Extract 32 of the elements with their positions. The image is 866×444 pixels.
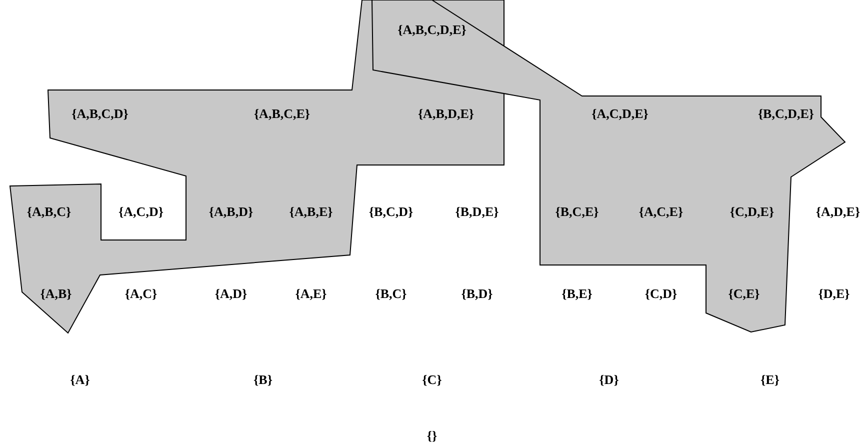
set-label: {B,D} bbox=[461, 286, 493, 302]
set-label: {A,B,D} bbox=[208, 204, 254, 220]
set-label: {B,D,E} bbox=[455, 204, 499, 220]
set-label: {A} bbox=[70, 372, 90, 388]
set-label: {A,C} bbox=[124, 286, 158, 302]
set-label: {A,C,E} bbox=[638, 204, 684, 220]
set-label: {A,B,C} bbox=[26, 204, 72, 220]
set-label: {C,D,E} bbox=[730, 204, 774, 220]
set-label: {D} bbox=[599, 372, 619, 388]
set-label: {A,B} bbox=[40, 286, 72, 302]
set-label: {A,D,E} bbox=[816, 204, 860, 220]
set-label: {B} bbox=[254, 372, 272, 388]
set-label: {A,C,D} bbox=[118, 204, 164, 220]
set-label: {B,C,D,E} bbox=[758, 106, 814, 122]
set-label: {B,C} bbox=[375, 286, 407, 302]
set-label: {A,D} bbox=[214, 286, 248, 302]
set-label: {A,B,C,D,E} bbox=[398, 22, 466, 38]
set-label: {A,B,E} bbox=[289, 204, 333, 220]
set-label: {B,C,D} bbox=[368, 204, 414, 220]
set-label: {A,C,D,E} bbox=[592, 106, 648, 122]
set-label: {E} bbox=[760, 372, 780, 388]
set-label: {A,B,C,D} bbox=[72, 106, 128, 122]
set-label: {A,B,C,E} bbox=[254, 106, 310, 122]
set-label: {C} bbox=[422, 372, 442, 388]
set-label: {B,E} bbox=[562, 286, 592, 302]
set-label: {D,E} bbox=[818, 286, 850, 302]
set-label: {A,E} bbox=[295, 286, 327, 302]
set-label: {} bbox=[426, 428, 438, 444]
set-label: {A,B,D,E} bbox=[418, 106, 474, 122]
set-label: {C,E} bbox=[728, 286, 760, 302]
set-label: {C,D} bbox=[644, 286, 678, 302]
set-label: {B,C,E} bbox=[555, 204, 599, 220]
